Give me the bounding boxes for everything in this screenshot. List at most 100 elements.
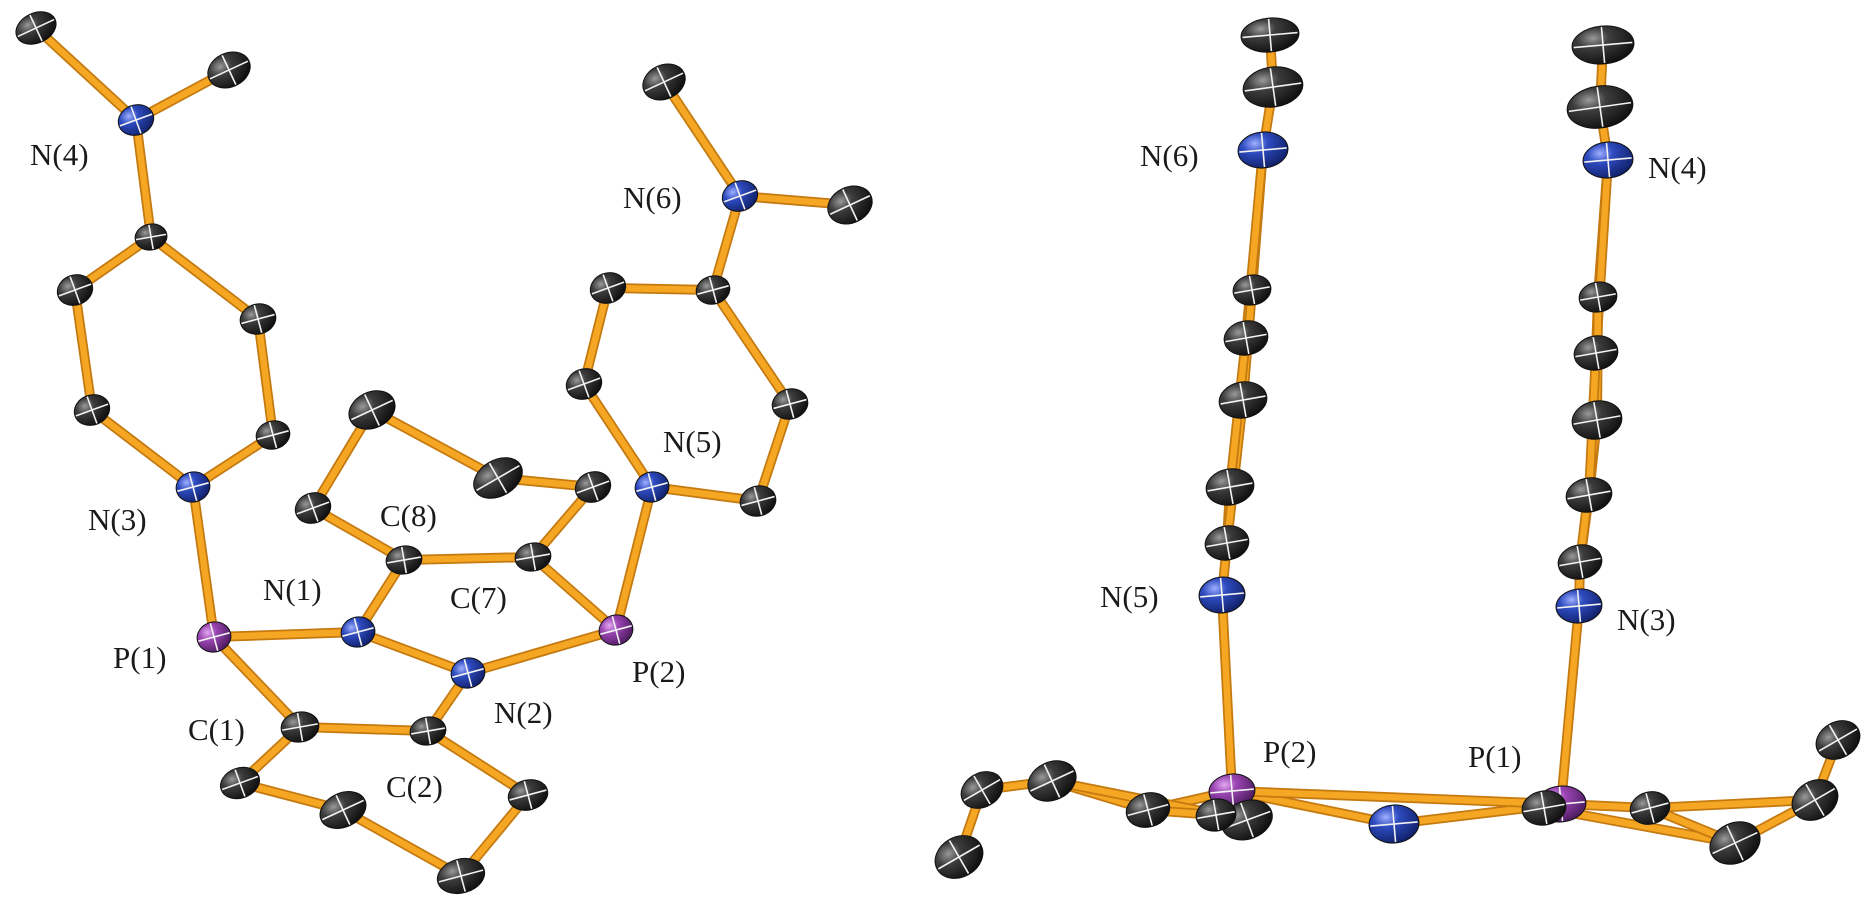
left-bond bbox=[580, 284, 612, 388]
left-bond bbox=[424, 727, 532, 799]
carbon-atom bbox=[134, 223, 168, 251]
left-bond bbox=[132, 116, 155, 241]
carbon-atom bbox=[1125, 792, 1171, 828]
left-bond bbox=[354, 628, 472, 677]
left-bond bbox=[400, 553, 537, 564]
carbon-atom bbox=[739, 485, 777, 517]
carbon-atom bbox=[507, 779, 549, 811]
carbon-atom bbox=[319, 791, 367, 829]
left-bond bbox=[529, 553, 620, 634]
carbon-atom bbox=[56, 274, 94, 306]
carbon-atom bbox=[207, 51, 251, 89]
phosphorus-atom bbox=[598, 614, 634, 646]
left-bond bbox=[754, 400, 794, 505]
label-c7: C(7) bbox=[450, 580, 507, 615]
label-p2: P(2) bbox=[632, 654, 685, 689]
nitrogen-atom bbox=[634, 471, 670, 503]
label-p1: P(1) bbox=[1468, 739, 1521, 774]
label-n5: N(5) bbox=[663, 424, 722, 459]
left-bond bbox=[368, 406, 502, 482]
right-bond bbox=[1228, 787, 1565, 808]
left-bond bbox=[210, 628, 362, 641]
label-n3: N(3) bbox=[88, 502, 147, 537]
nitrogen-atom bbox=[175, 471, 211, 503]
label-n6: N(6) bbox=[623, 180, 682, 215]
carbon-atom bbox=[15, 11, 57, 45]
carbon-atom bbox=[280, 711, 320, 743]
left-bond bbox=[580, 380, 656, 491]
label-n4: N(4) bbox=[30, 137, 89, 172]
carbon-atom bbox=[1218, 381, 1268, 419]
label-n3: N(3) bbox=[1617, 602, 1676, 637]
carbon-atom bbox=[255, 420, 291, 450]
nitrogen-atom bbox=[721, 180, 759, 212]
carbon-atom bbox=[514, 542, 552, 572]
carbon-atom bbox=[409, 716, 447, 746]
carbon-atom bbox=[385, 545, 423, 575]
left-view-molecule: N(4) N(3) N(6) N(5) C(8) N(1) C(7) P(1) … bbox=[15, 11, 873, 895]
carbon-atom bbox=[771, 388, 809, 420]
label-p2: P(2) bbox=[1263, 734, 1316, 769]
carbon-atom bbox=[827, 185, 873, 225]
left-view-labels: N(4) N(3) N(6) N(5) C(8) N(1) C(7) P(1) … bbox=[30, 137, 722, 804]
left-bond bbox=[660, 78, 744, 200]
label-p1: P(1) bbox=[113, 640, 166, 675]
carbon-atom bbox=[960, 771, 1004, 809]
nitrogen-atom bbox=[1368, 804, 1420, 844]
carbon-atom bbox=[294, 492, 332, 524]
left-bond bbox=[210, 633, 304, 731]
right-bond bbox=[1646, 796, 1819, 812]
carbon-atom bbox=[220, 766, 260, 800]
nitrogen-atom bbox=[1198, 576, 1246, 614]
nitrogen-atom bbox=[340, 616, 376, 648]
carbon-atom bbox=[1573, 335, 1619, 371]
label-n4: N(4) bbox=[1648, 150, 1707, 185]
carbon-atom bbox=[695, 275, 731, 305]
carbon-atom bbox=[73, 394, 111, 426]
carbon-atom bbox=[1232, 274, 1272, 306]
left-bond bbox=[309, 504, 408, 564]
left-bond bbox=[709, 286, 794, 408]
nitrogen-atom bbox=[1555, 588, 1603, 624]
left-bond bbox=[32, 24, 140, 124]
phosphorus-atom bbox=[196, 621, 232, 653]
nitrogen-atom bbox=[450, 657, 486, 689]
carbon-atom bbox=[1571, 400, 1623, 440]
label-n6: N(6) bbox=[1140, 138, 1199, 173]
carbon-atom bbox=[1629, 791, 1671, 825]
label-c1: C(1) bbox=[188, 712, 245, 747]
left-bond bbox=[147, 233, 262, 323]
right-bond bbox=[1557, 602, 1583, 808]
right-view-molecule: N(6) N(4) N(5) N(3) P(2) P(1) bbox=[934, 17, 1861, 879]
label-n5: N(5) bbox=[1100, 579, 1159, 614]
carbon-atom bbox=[574, 471, 612, 503]
carbon-atom bbox=[1578, 281, 1618, 313]
label-c2: C(2) bbox=[386, 769, 443, 804]
carbon-atom bbox=[1240, 17, 1300, 53]
left-bond bbox=[296, 723, 432, 735]
carbon-atom bbox=[1027, 760, 1077, 802]
carbon-atom bbox=[1557, 544, 1603, 580]
label-n2: N(2) bbox=[494, 695, 553, 730]
left-bond bbox=[88, 406, 197, 491]
carbon-atom bbox=[1709, 821, 1761, 865]
carbon-atom bbox=[239, 303, 277, 335]
left-bond bbox=[71, 286, 96, 414]
carbon-atom bbox=[348, 390, 396, 430]
carbon-atom bbox=[1242, 66, 1304, 108]
left-view-atoms bbox=[15, 11, 873, 895]
carbon-atom bbox=[1566, 85, 1634, 129]
carbon-atom bbox=[1571, 25, 1635, 65]
left-view-bonds bbox=[31, 23, 855, 881]
label-n1: N(1) bbox=[263, 572, 322, 607]
carbon-atom bbox=[1205, 468, 1255, 506]
left-bond bbox=[612, 483, 656, 634]
nitrogen-atom bbox=[1582, 141, 1634, 179]
left-bond bbox=[189, 483, 218, 641]
left-bond bbox=[254, 315, 277, 439]
right-view-atoms bbox=[934, 17, 1861, 879]
nitrogen-atom bbox=[117, 104, 155, 136]
carbon-atom bbox=[436, 857, 486, 895]
right-view-labels: N(6) N(4) N(5) N(3) P(2) P(1) bbox=[1100, 138, 1707, 774]
